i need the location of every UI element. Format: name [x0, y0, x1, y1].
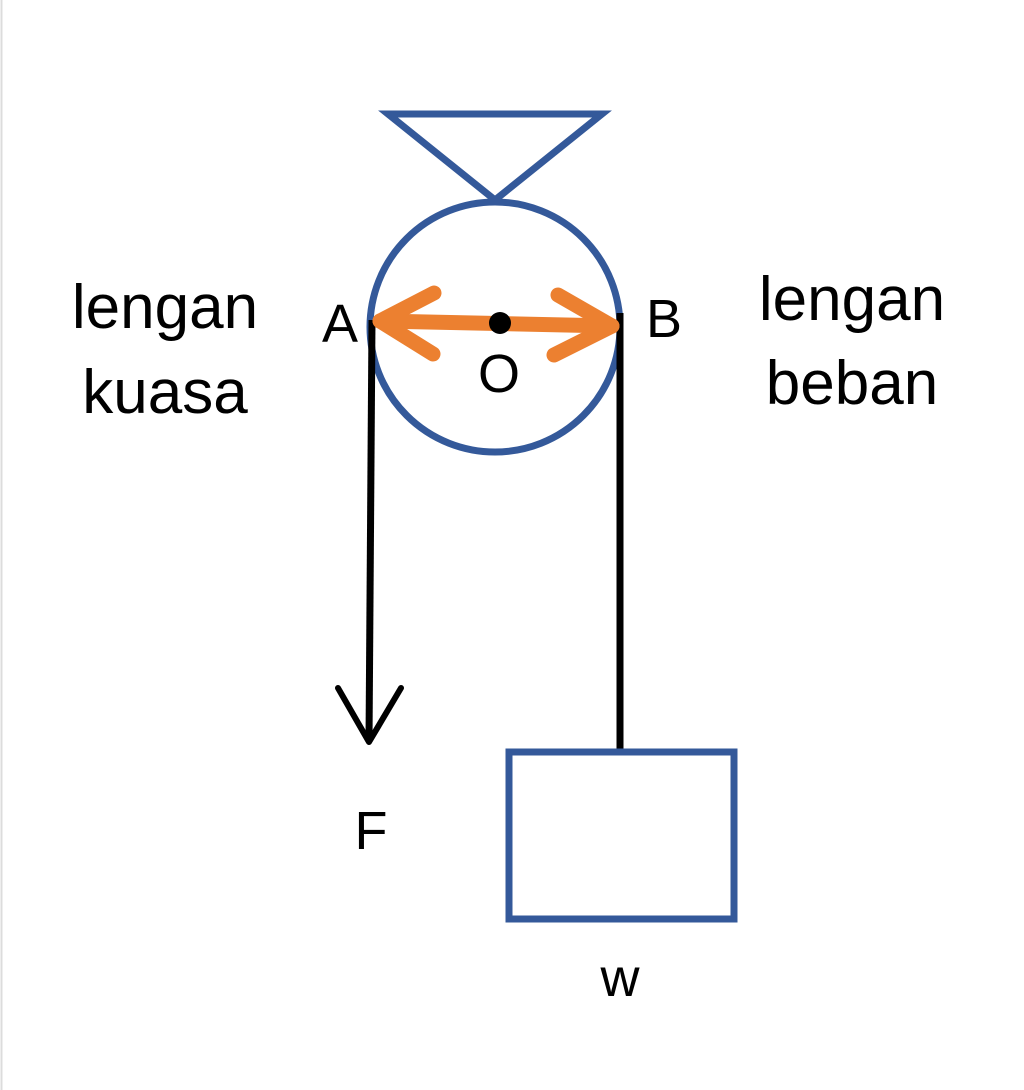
effort-arm-label-line2: kuasa: [82, 358, 248, 427]
effort-rope: [365, 319, 376, 743]
point-b-label: B: [646, 289, 682, 349]
force-arrowhead: [335, 685, 404, 745]
load-block: [505, 748, 738, 923]
load-arm-label-line1: lengan: [759, 265, 945, 334]
point-a-label: A: [322, 294, 358, 354]
pivot-dot: [489, 312, 511, 334]
effort-arm-label-line1: lengan: [72, 273, 258, 342]
pivot-o-label: O: [478, 344, 520, 404]
load-arm-label-line2: beban: [766, 349, 938, 418]
weight-label: w: [600, 948, 641, 1008]
support-triangle: [378, 110, 612, 205]
force-label: F: [355, 801, 388, 861]
